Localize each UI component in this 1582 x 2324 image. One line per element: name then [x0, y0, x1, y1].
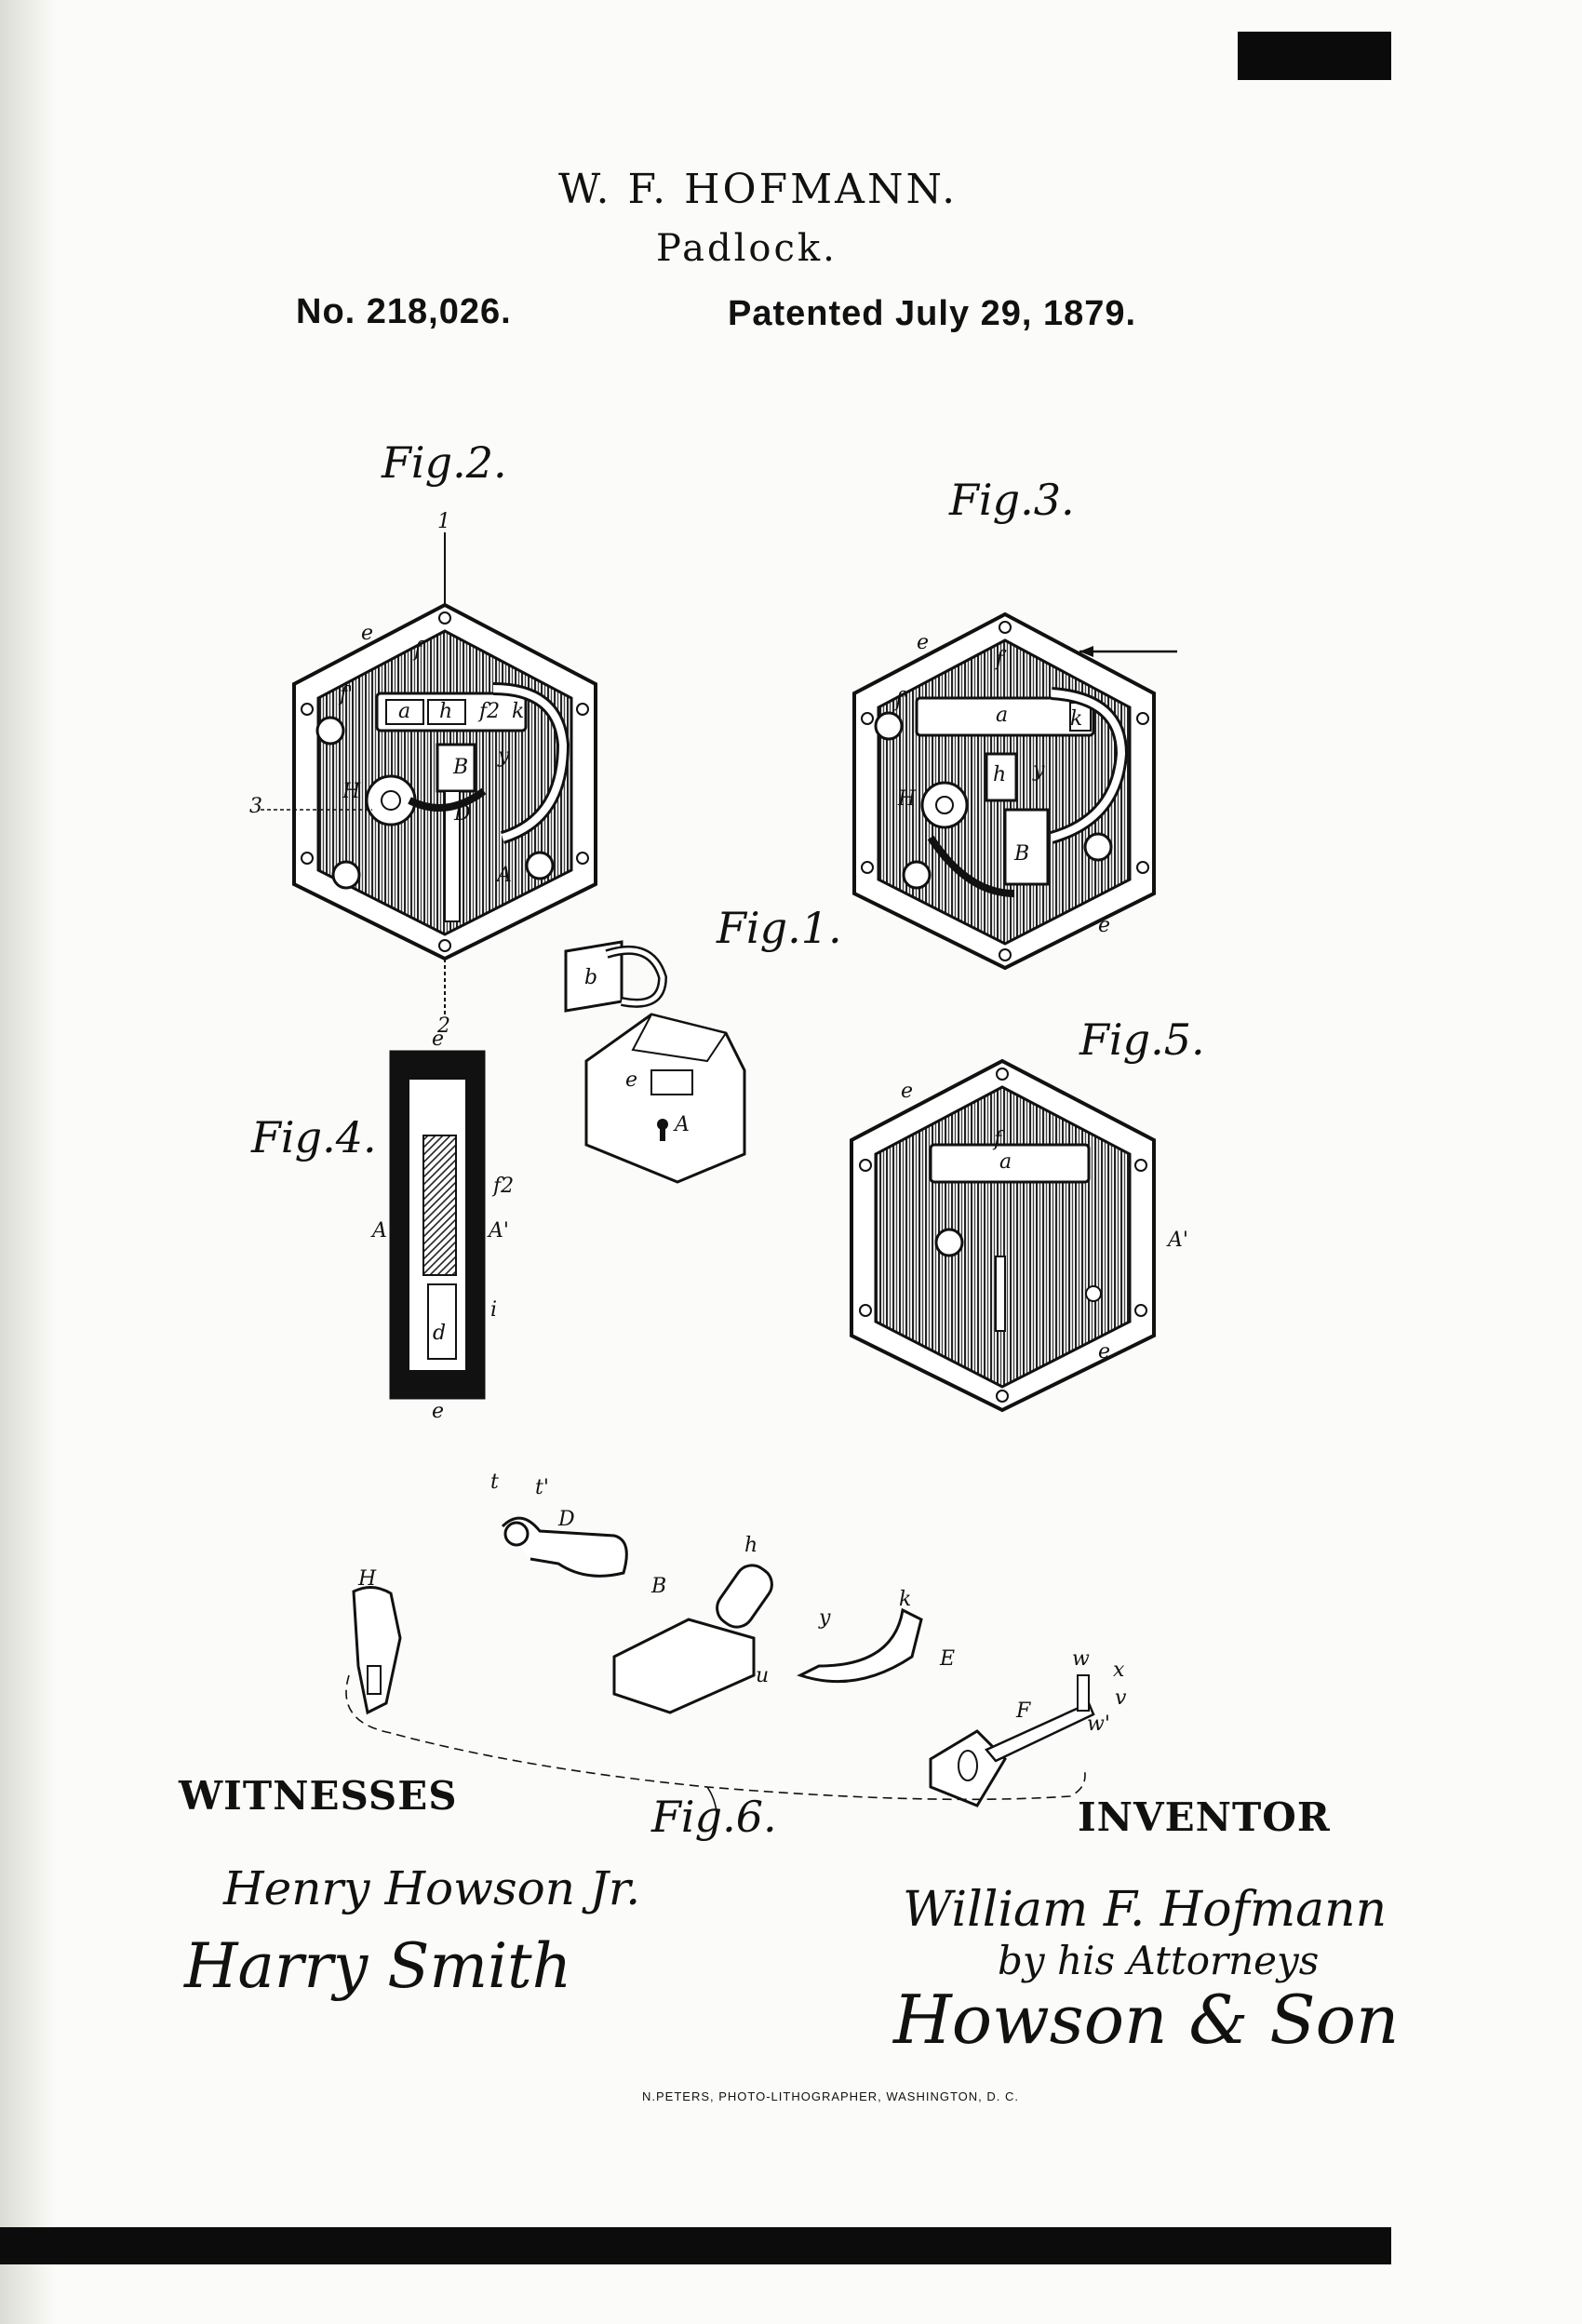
fig5-drawing [850, 1058, 1156, 1413]
ref-label-h-fig3: h [993, 763, 1007, 786]
ref-label-u-fig6: u [756, 1664, 770, 1687]
ref-label-e2-fig4: e [432, 1400, 445, 1423]
ref-label-A: A [497, 864, 512, 887]
ref-label-w1: w' [1087, 1713, 1110, 1736]
ref-label-D: D [454, 802, 471, 826]
ref-label-A-fig1: A [675, 1113, 690, 1136]
fig3-caption: Fig.3. [949, 475, 1075, 525]
by-attorneys-text: by his Attorneys [998, 1938, 1320, 1983]
printer-credit: N.PETERS, PHOTO-LITHOGRAPHER, WASHINGTON… [642, 2089, 1020, 2103]
ref-label-k-fig3: k [1070, 707, 1083, 731]
ref-label-E-fig6: E [940, 1647, 956, 1671]
ref-label-e-fig4: e [432, 1028, 445, 1051]
ref-label-3: 3 [249, 795, 262, 818]
fig6-drawing [345, 1516, 1095, 1825]
ref-label-H-fig6: H [358, 1567, 377, 1591]
witness-signature-1: Henry Howson Jr. [223, 1861, 641, 1915]
ref-label-e2-fig5: e [1098, 1340, 1111, 1364]
ref-label-f2: f2 [479, 700, 501, 723]
ref-label-D-fig6: D [558, 1508, 575, 1531]
fig2-drawing [261, 532, 597, 1014]
ref-label-i-fig4: i [490, 1298, 498, 1322]
ref-label-f-fig3: f [996, 648, 1004, 671]
patent-number: No. 218,026. [296, 292, 512, 331]
ref-label-A1-fig4: A' [489, 1219, 509, 1243]
ref-label-2: 2 [437, 1014, 450, 1038]
fig2-caption: Fig.2. [382, 437, 507, 488]
patent-date: Patented July 29, 1879. [728, 294, 1137, 333]
ref-label-e-fig1: e [625, 1068, 638, 1092]
fig1-caption: Fig.1. [717, 903, 842, 953]
ref-label-1: 1 [437, 510, 450, 533]
ref-label-y: y [498, 745, 510, 768]
ref-label-e-fig3: e [917, 631, 930, 654]
ref-label-B-fig3: B [1014, 842, 1030, 866]
ref-label-f2-fig4: f2 [493, 1175, 515, 1198]
fig5-caption: Fig.5. [1079, 1014, 1205, 1065]
ref-label-y-fig6: y [819, 1606, 831, 1630]
fig3-drawing [852, 611, 1177, 971]
ref-label-f1: f' [340, 683, 354, 706]
ref-label-A1-fig5: A' [1168, 1229, 1188, 1252]
witness-signature-2: Harry Smith [184, 1930, 572, 2002]
fig4-caption: Fig.4. [251, 1112, 377, 1162]
ref-label-e-fig5: e [901, 1080, 914, 1103]
bottom-scan-bar [0, 2227, 1391, 2264]
ref-label-B: B [453, 756, 469, 779]
ref-label-B-fig6: B [651, 1575, 667, 1598]
ref-label-f1-fig3: f' [895, 689, 909, 712]
ref-label-d-fig4: d [433, 1322, 447, 1345]
corner-tab-mark [1238, 32, 1391, 80]
ref-label-h: h [439, 700, 453, 723]
ref-label-a-fig3: a [996, 704, 1009, 727]
ref-label-F-fig6: F [1016, 1699, 1031, 1723]
ref-label-a: a [398, 700, 411, 723]
patent-title: Padlock. [656, 227, 838, 270]
fig4-drawing [389, 1050, 486, 1400]
witnesses-heading: WITNESSES [179, 1773, 458, 1819]
ref-label-H-fig3: H [898, 787, 917, 811]
ref-label-A-fig4: A [372, 1219, 387, 1243]
inventor-signature: William F. Hofmann [903, 1882, 1388, 1938]
ref-label-h-fig6: h [744, 1534, 758, 1557]
ref-label-k-fig6: k [899, 1588, 912, 1611]
ref-label-f: f [414, 638, 422, 662]
ref-label-y-fig3: y [1033, 759, 1045, 782]
ref-label-a-fig5: a [999, 1150, 1012, 1174]
ref-label-w: w [1072, 1647, 1090, 1671]
ref-label-t1: t' [535, 1476, 549, 1499]
ref-label-x: x [1113, 1659, 1125, 1682]
ref-label-v: v [1115, 1686, 1127, 1710]
page-edge-shadow [0, 0, 56, 2324]
ref-label-e: e [361, 622, 374, 645]
ref-label-H: H [342, 780, 361, 803]
ref-label-b: b [584, 966, 598, 989]
ref-label-k: k [512, 700, 525, 723]
ref-label-f-fig5: f [994, 1128, 1002, 1151]
ref-label-e2-fig3: e [1098, 914, 1111, 937]
fig6-caption: Fig.6. [651, 1792, 777, 1842]
fig1-drawing [564, 940, 746, 1184]
inventor-name: W. F. HOFMANN. [558, 166, 959, 213]
inventor-heading: INVENTOR [1078, 1794, 1331, 1840]
ref-label-t: t [490, 1471, 499, 1494]
attorney-signature: Howson & Son [893, 1981, 1400, 2059]
